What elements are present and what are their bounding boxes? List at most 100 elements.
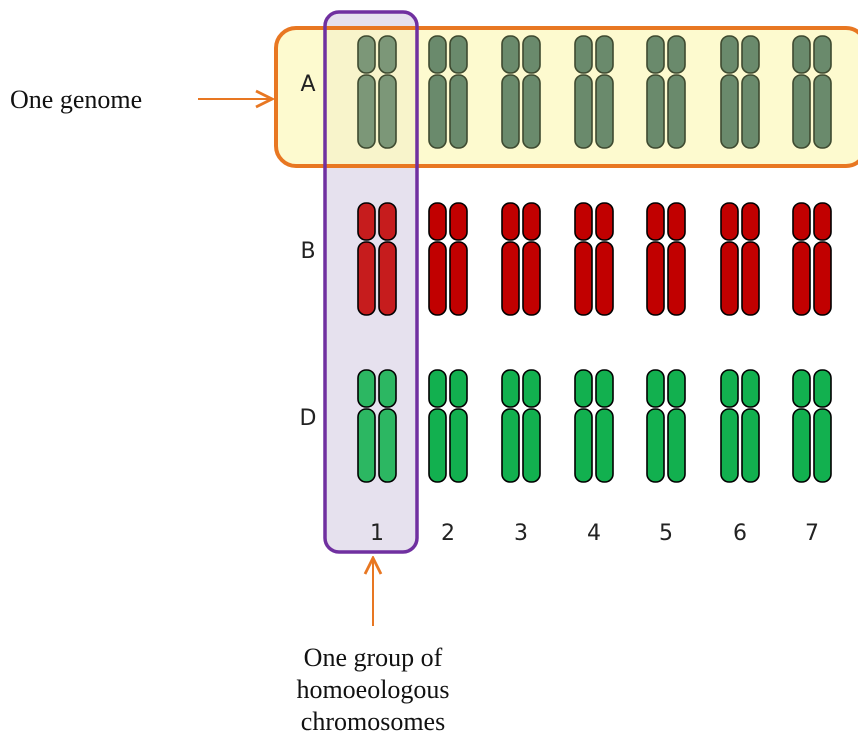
chromatid-d6-2-short-arm [741, 369, 760, 408]
chromatid-a3-2-short-arm [522, 35, 541, 74]
chromatid-b4-2-long-arm [595, 241, 614, 316]
chromatid-d3-2-short-arm [522, 369, 541, 408]
chromatid-b1-1-short-arm [357, 202, 376, 241]
column-label-4: 4 [587, 521, 601, 546]
column-label-2: 2 [441, 521, 455, 546]
homoeologous-group-outline [323, 10, 419, 554]
chromatid-d1-2-long-arm [378, 408, 397, 483]
chromatid-a5-1-long-arm [646, 74, 665, 149]
row-label-d: D [300, 406, 317, 431]
column-label-6: 6 [733, 521, 747, 546]
chromatid-d4-2-long-arm [595, 408, 614, 483]
chromatid-a3-1-long-arm [501, 74, 520, 149]
chromatid-b7-2-long-arm [813, 241, 832, 316]
chromatid-a6-1-short-arm [720, 35, 739, 74]
row-label-a: A [300, 72, 315, 97]
chromatid-b3-1-short-arm [501, 202, 520, 241]
column-label-7: 7 [805, 521, 819, 546]
group-label-line-1: One group of [304, 643, 443, 672]
chromatid-b5-1-long-arm [646, 241, 665, 316]
chromatid-b2-2-short-arm [449, 202, 468, 241]
chromatid-a6-1-long-arm [720, 74, 739, 149]
chromatid-d7-1-long-arm [792, 408, 811, 483]
chromatid-d6-1-short-arm [720, 369, 739, 408]
row-label-b: B [300, 239, 315, 264]
chromatid-b6-1-short-arm [720, 202, 739, 241]
chromatid-d1-2-short-arm [378, 369, 397, 408]
chromatid-b3-2-long-arm [522, 241, 541, 316]
chromatid-a6-2-short-arm [741, 35, 760, 74]
chromatid-a7-2-long-arm [813, 74, 832, 149]
chromatid-d3-1-short-arm [501, 369, 520, 408]
chromatid-d2-2-long-arm [449, 408, 468, 483]
chromatid-a4-2-long-arm [595, 74, 614, 149]
chromatid-b1-2-short-arm [378, 202, 397, 241]
chromatid-a3-1-short-arm [501, 35, 520, 74]
chromatid-b4-1-short-arm [574, 202, 593, 241]
chromatid-d5-1-long-arm [646, 408, 665, 483]
chromatid-d1-1-long-arm [357, 408, 376, 483]
chromatid-a5-2-long-arm [667, 74, 686, 149]
chromatid-b4-2-short-arm [595, 202, 614, 241]
group-label-line-2: homoeologous [296, 675, 449, 704]
genome-label: One genome [10, 85, 142, 114]
chromatid-a5-2-short-arm [667, 35, 686, 74]
chromatid-d1-1-short-arm [357, 369, 376, 408]
chromatid-a5-1-short-arm [646, 35, 665, 74]
chromatid-a3-2-long-arm [522, 74, 541, 149]
chromatid-a2-2-long-arm [449, 74, 468, 149]
chromatid-a7-1-short-arm [792, 35, 811, 74]
chromatid-d7-2-short-arm [813, 369, 832, 408]
chromatid-a6-2-long-arm [741, 74, 760, 149]
chromatid-a1-2-long-arm [378, 74, 397, 149]
chromatid-b3-2-short-arm [522, 202, 541, 241]
chromatid-b6-1-long-arm [720, 241, 739, 316]
chromatid-b2-2-long-arm [449, 241, 468, 316]
chromatid-d5-1-short-arm [646, 369, 665, 408]
chromatid-b7-1-short-arm [792, 202, 811, 241]
chromatid-d5-2-short-arm [667, 369, 686, 408]
chromatid-a1-1-short-arm [357, 35, 376, 74]
column-label-5: 5 [659, 521, 673, 546]
chromatid-b2-1-short-arm [428, 202, 447, 241]
chromatid-b7-2-short-arm [813, 202, 832, 241]
group-label-line-3: chromosomes [301, 707, 445, 736]
chromatid-a4-1-short-arm [574, 35, 593, 74]
chromatid-d3-2-long-arm [522, 408, 541, 483]
column-label-3: 3 [514, 521, 528, 546]
chromatid-a7-1-long-arm [792, 74, 811, 149]
genome-box [274, 26, 858, 168]
chromatid-d2-1-short-arm [428, 369, 447, 408]
chromatid-d4-1-long-arm [574, 408, 593, 483]
chromatid-a7-2-short-arm [813, 35, 832, 74]
chromosome-grid [357, 35, 832, 483]
chromatid-b5-1-short-arm [646, 202, 665, 241]
chromatid-d6-1-long-arm [720, 408, 739, 483]
chromatid-b5-2-short-arm [667, 202, 686, 241]
chromatid-b2-1-long-arm [428, 241, 447, 316]
chromatid-d5-2-long-arm [667, 408, 686, 483]
chromatid-b7-1-long-arm [792, 241, 811, 316]
chromatid-b6-2-short-arm [741, 202, 760, 241]
chromatid-d4-2-short-arm [595, 369, 614, 408]
chromatid-b1-2-long-arm [378, 241, 397, 316]
chromatid-b5-2-long-arm [667, 241, 686, 316]
chromatid-a2-1-long-arm [428, 74, 447, 149]
chromatid-d7-1-short-arm [792, 369, 811, 408]
chromatid-d2-2-short-arm [449, 369, 468, 408]
chromatid-b4-1-long-arm [574, 241, 593, 316]
chromatid-d6-2-long-arm [741, 408, 760, 483]
column-label-1: 1 [370, 521, 384, 546]
chromatid-a4-1-long-arm [574, 74, 593, 149]
chromatid-a1-1-long-arm [357, 74, 376, 149]
chromatid-a1-2-short-arm [378, 35, 397, 74]
chromatid-b1-1-long-arm [357, 241, 376, 316]
chromatid-d3-1-long-arm [501, 408, 520, 483]
chromatid-a4-2-short-arm [595, 35, 614, 74]
chromatid-d7-2-long-arm [813, 408, 832, 483]
chromatid-a2-1-short-arm [428, 35, 447, 74]
chromatid-a2-2-short-arm [449, 35, 468, 74]
chromatid-d2-1-long-arm [428, 408, 447, 483]
chromatid-b3-1-long-arm [501, 241, 520, 316]
